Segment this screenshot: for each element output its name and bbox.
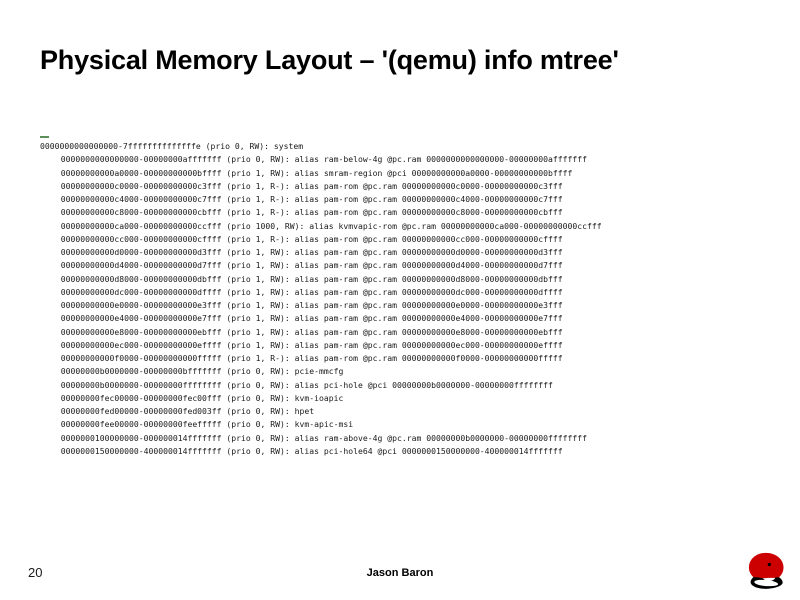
mtree-line: 00000000000c0000-00000000000c3fff (prio … [51, 180, 563, 191]
mtree-line: 00000000fec00000-00000000fec00fff (prio … [51, 392, 344, 403]
slide-author: Jason Baron [366, 567, 434, 579]
mtree-line: 0000000150000000-400000014fffffff (prio … [51, 445, 563, 456]
mtree-line: 00000000000ca000-00000000000ccfff (prio … [51, 220, 602, 231]
mtree-line: 00000000000d8000-00000000000dbfff (prio … [51, 273, 563, 284]
mtree-line-list: 0000000000000000-7ffffffffffffffe (prio … [40, 140, 770, 458]
mtree-line: 00000000000dc000-00000000000dffff (prio … [51, 286, 563, 297]
text-cursor-icon [40, 136, 49, 138]
mtree-line: 00000000000c8000-00000000000cbfff (prio … [51, 207, 563, 218]
mtree-line: 00000000000ec000-00000000000effff (prio … [51, 339, 563, 350]
mtree-line: 00000000000f0000-00000000000fffff (prio … [51, 353, 563, 363]
mtree-line: 0000000000000000-00000000afffffff (prio … [51, 154, 588, 165]
mtree-line: 00000000000e0000-00000000000e3fff (prio … [51, 300, 563, 310]
mtree-line: 00000000b0000000-00000000ffffffff (prio … [51, 379, 553, 390]
page-title: Physical Memory Layout – '(qemu) info mt… [40, 45, 619, 75]
mtree-line: 0000000100000000-000000014fffffff (prio … [51, 432, 588, 443]
mtree-line: 00000000000c4000-00000000000c7fff (prio … [51, 194, 563, 204]
mtree-line: 00000000000a0000-00000000000bffff (prio … [51, 167, 573, 178]
mtree-line: 0000000000000000-7ffffffffffffffe (prio … [40, 141, 304, 151]
mtree-line: 00000000fee00000-00000000feefffff (prio … [51, 419, 354, 430]
slide-page-number: 20 [28, 565, 43, 580]
mtree-line: 00000000000cc000-00000000000cffff (prio … [51, 233, 563, 244]
mtree-line: 00000000fed00000-00000000fed003ff (prio … [51, 406, 315, 416]
mtree-line: 00000000000e4000-00000000000e7fff (prio … [51, 313, 563, 324]
mtree-line: 00000000000e8000-00000000000ebfff (prio … [51, 326, 563, 337]
mtree-output-block: 0000000000000000-7ffffffffffffffe (prio … [40, 136, 770, 458]
mtree-line: 00000000000d4000-00000000000d7fff (prio … [51, 260, 563, 271]
red-hat-shadowman-logo [745, 552, 787, 592]
mtree-line: 00000000b0000000-00000000bfffffff (prio … [51, 366, 344, 377]
mtree-line: 00000000000d0000-00000000000d3fff (prio … [51, 247, 563, 257]
